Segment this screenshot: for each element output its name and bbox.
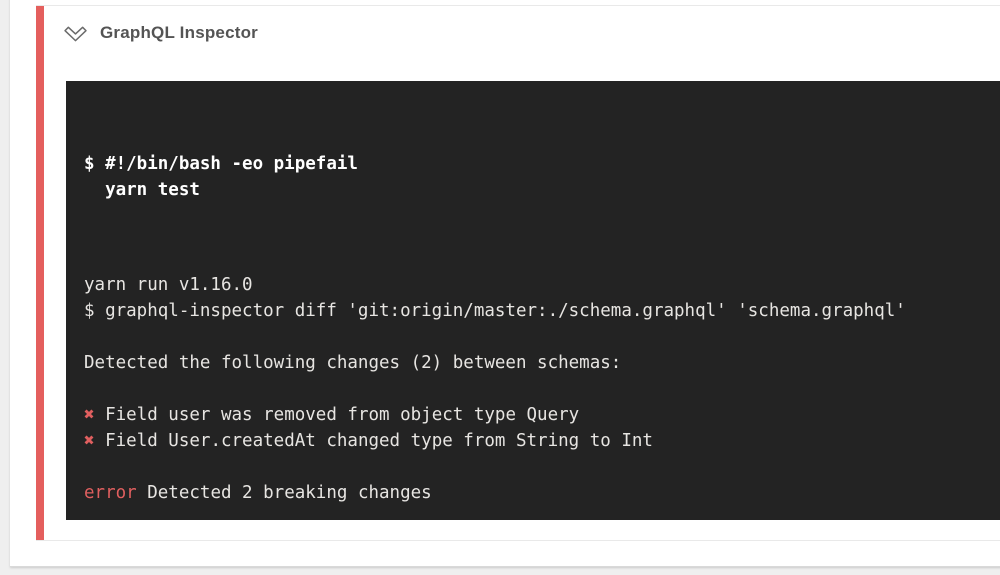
- chevron-down-outline-icon[interactable]: [63, 24, 88, 43]
- terminal-log-line: [84, 454, 1000, 480]
- terminal-log-line: Detected the following changes (2) betwe…: [84, 353, 622, 373]
- terminal-log-line: [84, 506, 1000, 520]
- terminal-log-line: yarn run v1.16.0: [84, 275, 253, 295]
- terminal-output: $ #!/bin/bash -eo pipefail yarn test yar…: [66, 81, 1000, 520]
- terminal-log-line: $ graphql-inspector diff 'git:origin/mas…: [84, 301, 906, 321]
- terminal-log-line: error Detected 2 breaking changes: [84, 483, 432, 503]
- step-header[interactable]: GraphQL Inspector: [36, 6, 1000, 60]
- terminal-command: $ #!/bin/bash -eo pipefail yarn test: [84, 151, 1000, 203]
- terminal-command-line: yarn test: [84, 180, 200, 200]
- terminal-log: yarn run v1.16.0 $ graphql-inspector diff…: [84, 272, 1000, 520]
- failed-status-bar: [36, 6, 44, 540]
- terminal-log-line: [84, 324, 1000, 350]
- step-title: GraphQL Inspector: [100, 23, 259, 42]
- terminal-log-line: [84, 376, 1000, 402]
- terminal-log-line: ✖ Field user was removed from object typ…: [84, 405, 580, 425]
- failed-step-section: GraphQL Inspector $ #!/bin/bash -eo pipe…: [36, 5, 1000, 541]
- build-step-card: GraphQL Inspector $ #!/bin/bash -eo pipe…: [10, 0, 1000, 567]
- terminal-log-line: ✖ Field User.createdAt changed type from…: [84, 431, 653, 451]
- terminal-command-line: $ #!/bin/bash -eo pipefail: [84, 154, 358, 174]
